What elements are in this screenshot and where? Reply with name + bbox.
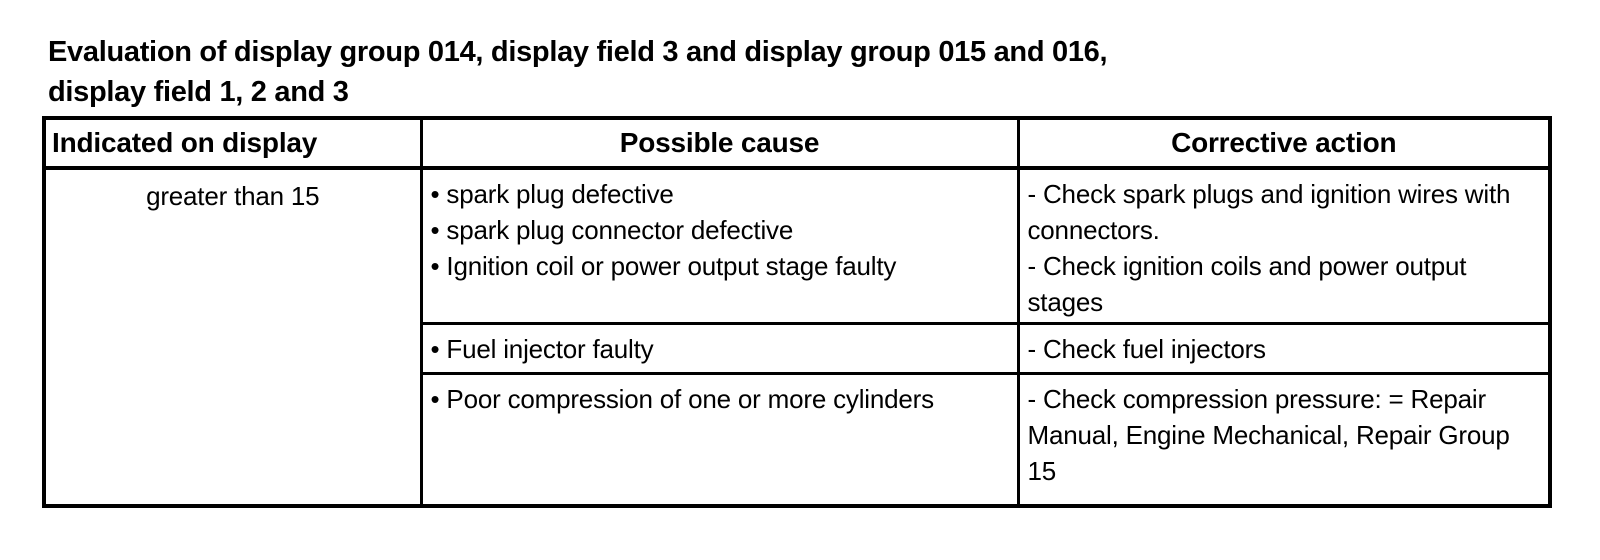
corrective-action-cell: - Check compression pressure: = Repair M… [1016, 372, 1552, 507]
column-header-indicated-on-display: Indicated on display [42, 116, 423, 170]
table-row: • Poor compression of one or more cylind… [44, 372, 1552, 507]
column-header-possible-cause: Possible cause [419, 116, 1020, 170]
cause-item: • spark plug connector defective [430, 215, 794, 245]
table-header-row: Indicated on display Possible cause Corr… [42, 116, 1552, 170]
possible-cause-cell: • spark plug defective • spark plug conn… [419, 166, 1020, 325]
column-header-corrective-action: Corrective action [1016, 116, 1552, 170]
table-row: • Fuel injector faulty - Check fuel inje… [44, 322, 1552, 375]
cause-item: • Fuel injector faulty [430, 334, 654, 364]
action-item: - Check compression pressure: = Repair M… [1027, 384, 1510, 486]
evaluation-table: Indicated on display Possible cause Corr… [42, 116, 1552, 508]
page-title-line-1: Evaluation of display group 014, display… [48, 36, 1108, 68]
corrective-action-cell: - Check spark plugs and ignition wires w… [1016, 166, 1552, 325]
action-item: - Check fuel injectors [1027, 334, 1267, 364]
corrective-action-cell: - Check fuel injectors [1016, 322, 1552, 375]
cause-item: • spark plug defective [430, 179, 674, 209]
cause-item: • Poor compression of one or more cylind… [430, 384, 935, 414]
indicated-value-cell: greater than 15 [42, 166, 423, 507]
possible-cause-cell: • Fuel injector faulty [419, 322, 1020, 375]
page-title: Evaluation of display group 014, display… [48, 32, 1108, 112]
action-item: - Check spark plugs and ignition wires w… [1027, 179, 1511, 245]
page-title-line-2: display field 1, 2 and 3 [48, 76, 349, 108]
table-row: greater than 15 • spark plug defective •… [42, 166, 1552, 507]
action-item: - Check ignition coils and power output … [1027, 251, 1467, 317]
possible-cause-cell: • Poor compression of one or more cylind… [419, 372, 1020, 507]
cause-item: • Ignition coil or power output stage fa… [430, 251, 897, 281]
